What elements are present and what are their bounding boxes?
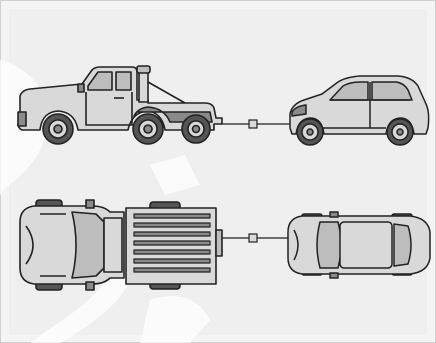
car-front-wheel	[297, 119, 323, 145]
truck-rear-wheel	[133, 114, 163, 144]
tow-line-top	[222, 234, 288, 242]
tow-truck-side-view	[18, 66, 222, 144]
car-rear-wheel	[387, 119, 413, 145]
car-side-view	[290, 76, 429, 145]
truck-extra-wheel	[182, 115, 210, 143]
tow-line-side	[222, 120, 294, 128]
truck-front-wheel	[43, 114, 73, 144]
car-top-view	[288, 212, 430, 278]
truck-bed-slats	[134, 214, 210, 272]
tow-truck-top-view	[20, 200, 222, 290]
